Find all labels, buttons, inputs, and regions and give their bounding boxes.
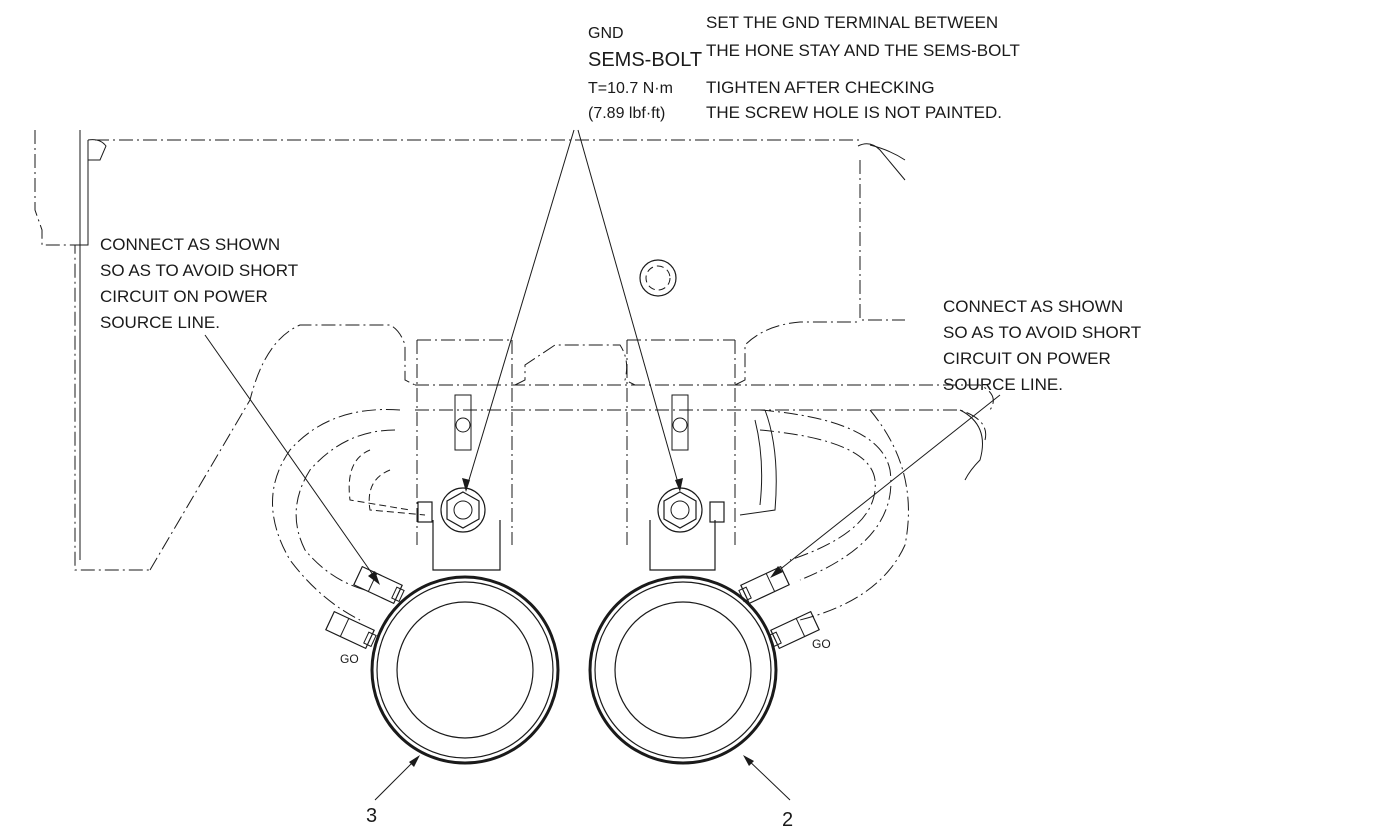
torque-nm-label: T=10.7 N·m (588, 80, 673, 97)
gnd-callout: GND SEMS-BOLT T=10.7 N·m (7.89 lbf·ft) (588, 25, 702, 122)
torque-lbfft-label: (7.89 lbf·ft) (588, 105, 665, 122)
body-outline (34, 130, 906, 571)
left-terminal-label: GO (340, 652, 359, 666)
right-gnd-bolt (657, 487, 725, 533)
right-connect-note: CONNECT AS SHOWN SO AS TO AVOID SHORT CI… (943, 297, 1141, 394)
instruction-note: SET THE GND TERMINAL BETWEEN THE HONE ST… (706, 13, 1020, 122)
instruction-line-2: THE HONE STAY AND THE SEMS-BOLT (706, 41, 1020, 60)
right-note-line-3: CIRCUIT ON POWER (943, 349, 1111, 368)
instruction-line-3: TIGHTEN AFTER CHECKING (706, 78, 935, 97)
wiring-harness (272, 384, 994, 621)
left-connect-note: CONNECT AS SHOWN SO AS TO AVOID SHORT CI… (100, 235, 298, 332)
gnd-label: GND (588, 25, 624, 42)
left-note-line-1: CONNECT AS SHOWN (100, 235, 280, 254)
left-horn (370, 575, 560, 765)
right-note-line-4: SOURCE LINE. (943, 375, 1063, 394)
item-number-right-horn: 2 (782, 809, 793, 831)
right-terminal-label: GO (812, 637, 831, 651)
sems-bolt-label: SEMS-BOLT (588, 49, 702, 71)
left-gnd-bolt (417, 487, 486, 533)
right-horn (588, 575, 778, 765)
left-note-line-2: SO AS TO AVOID SHORT (100, 261, 298, 280)
right-connectors (738, 565, 820, 650)
boss-circle (639, 259, 677, 297)
left-note-line-3: CIRCUIT ON POWER (100, 287, 268, 306)
right-note-line-2: SO AS TO AVOID SHORT (943, 323, 1141, 342)
left-horn-stay (416, 339, 513, 571)
instruction-line-4: THE SCREW HOLE IS NOT PAINTED. (706, 103, 1002, 122)
instruction-line-1: SET THE GND TERMINAL BETWEEN (706, 13, 998, 32)
right-note-line-1: CONNECT AS SHOWN (943, 297, 1123, 316)
item-number-left-horn: 3 (366, 805, 377, 827)
right-horn-stay (626, 339, 736, 571)
leader-lines (204, 129, 1001, 801)
left-note-line-4: SOURCE LINE. (100, 313, 220, 332)
